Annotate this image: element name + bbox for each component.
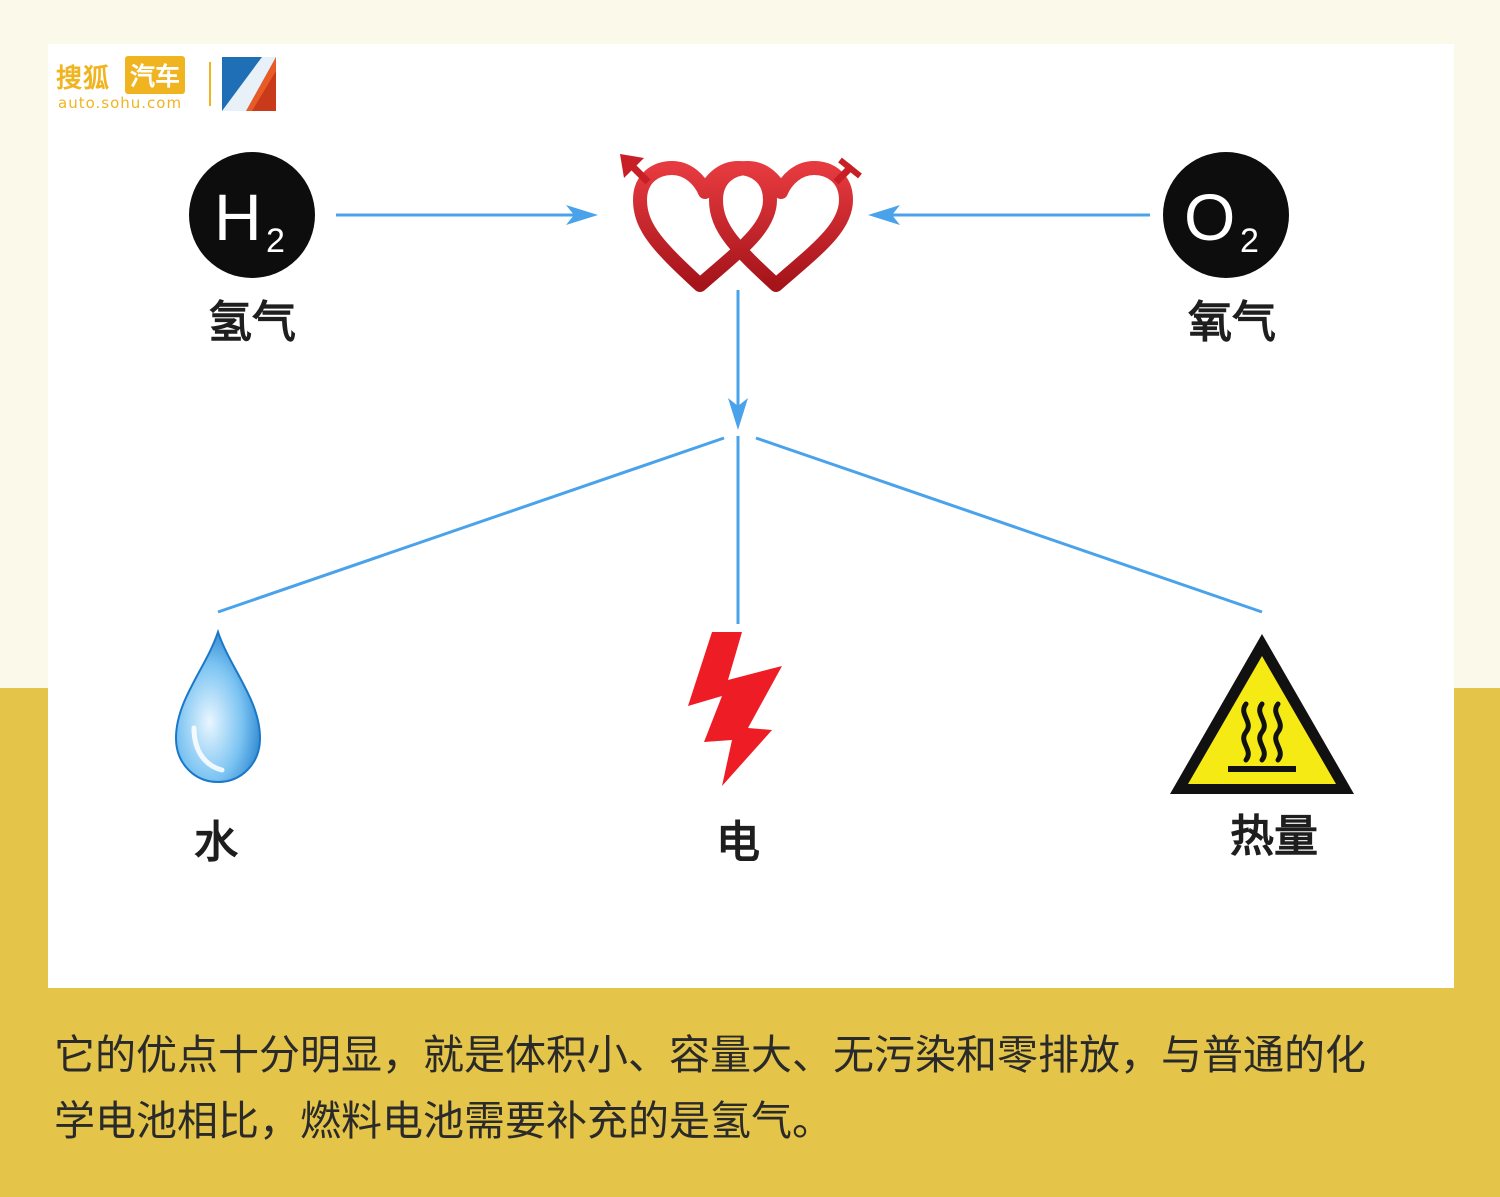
hydrogen-symbol: H — [214, 180, 262, 254]
logo-divider — [209, 62, 211, 106]
electricity-label: 电 — [716, 817, 760, 868]
oxygen-arrowhead — [868, 205, 900, 225]
fuel-cell-diagram: H 2 O 2 — [174, 152, 1354, 794]
heat-branch-line — [755, 436, 1263, 614]
sohu-auto-logo[interactable]: 搜狐 汽车 auto.sohu.com — [56, 56, 286, 116]
lightning-bolt-icon — [688, 632, 782, 786]
interlocked-hearts-gender-icon — [620, 154, 862, 292]
water-drop-icon — [174, 628, 262, 784]
caption-text: 它的优点十分明显，就是体积小、容量大、无污染和零排放，与普通的化 学电池相比，燃… — [54, 1022, 1454, 1154]
oxygen-subscript: 2 — [1240, 222, 1259, 260]
logo-brand: 搜狐 — [56, 64, 111, 94]
logo-section: 汽车 — [125, 56, 186, 94]
hydrogen-subscript: 2 — [266, 222, 285, 260]
caption-line-1: 它的优点十分明显，就是体积小、容量大、无污染和零排放，与普通的化 — [54, 1031, 1366, 1079]
logo-url: auto.sohu.com — [58, 94, 183, 112]
oxygen-molecule-icon: O 2 — [1163, 152, 1289, 278]
hydrogen-arrowhead — [566, 205, 598, 225]
oxygen-label: 氧气 — [1188, 297, 1276, 348]
water-branch-line — [217, 436, 725, 614]
caption-line-2: 学电池相比，燃料电池需要补充的是氢气。 — [54, 1097, 833, 1145]
hydrogen-label: 氢气 — [208, 297, 296, 348]
water-label: 水 — [194, 817, 238, 868]
logo-mark-icon — [222, 57, 276, 111]
hot-surface-warning-icon — [1170, 634, 1354, 794]
oxygen-symbol: O — [1184, 180, 1235, 254]
heat-label: 热量 — [1230, 811, 1318, 862]
hydrogen-molecule-icon: H 2 — [189, 152, 315, 278]
reaction-arrowhead — [728, 398, 748, 430]
